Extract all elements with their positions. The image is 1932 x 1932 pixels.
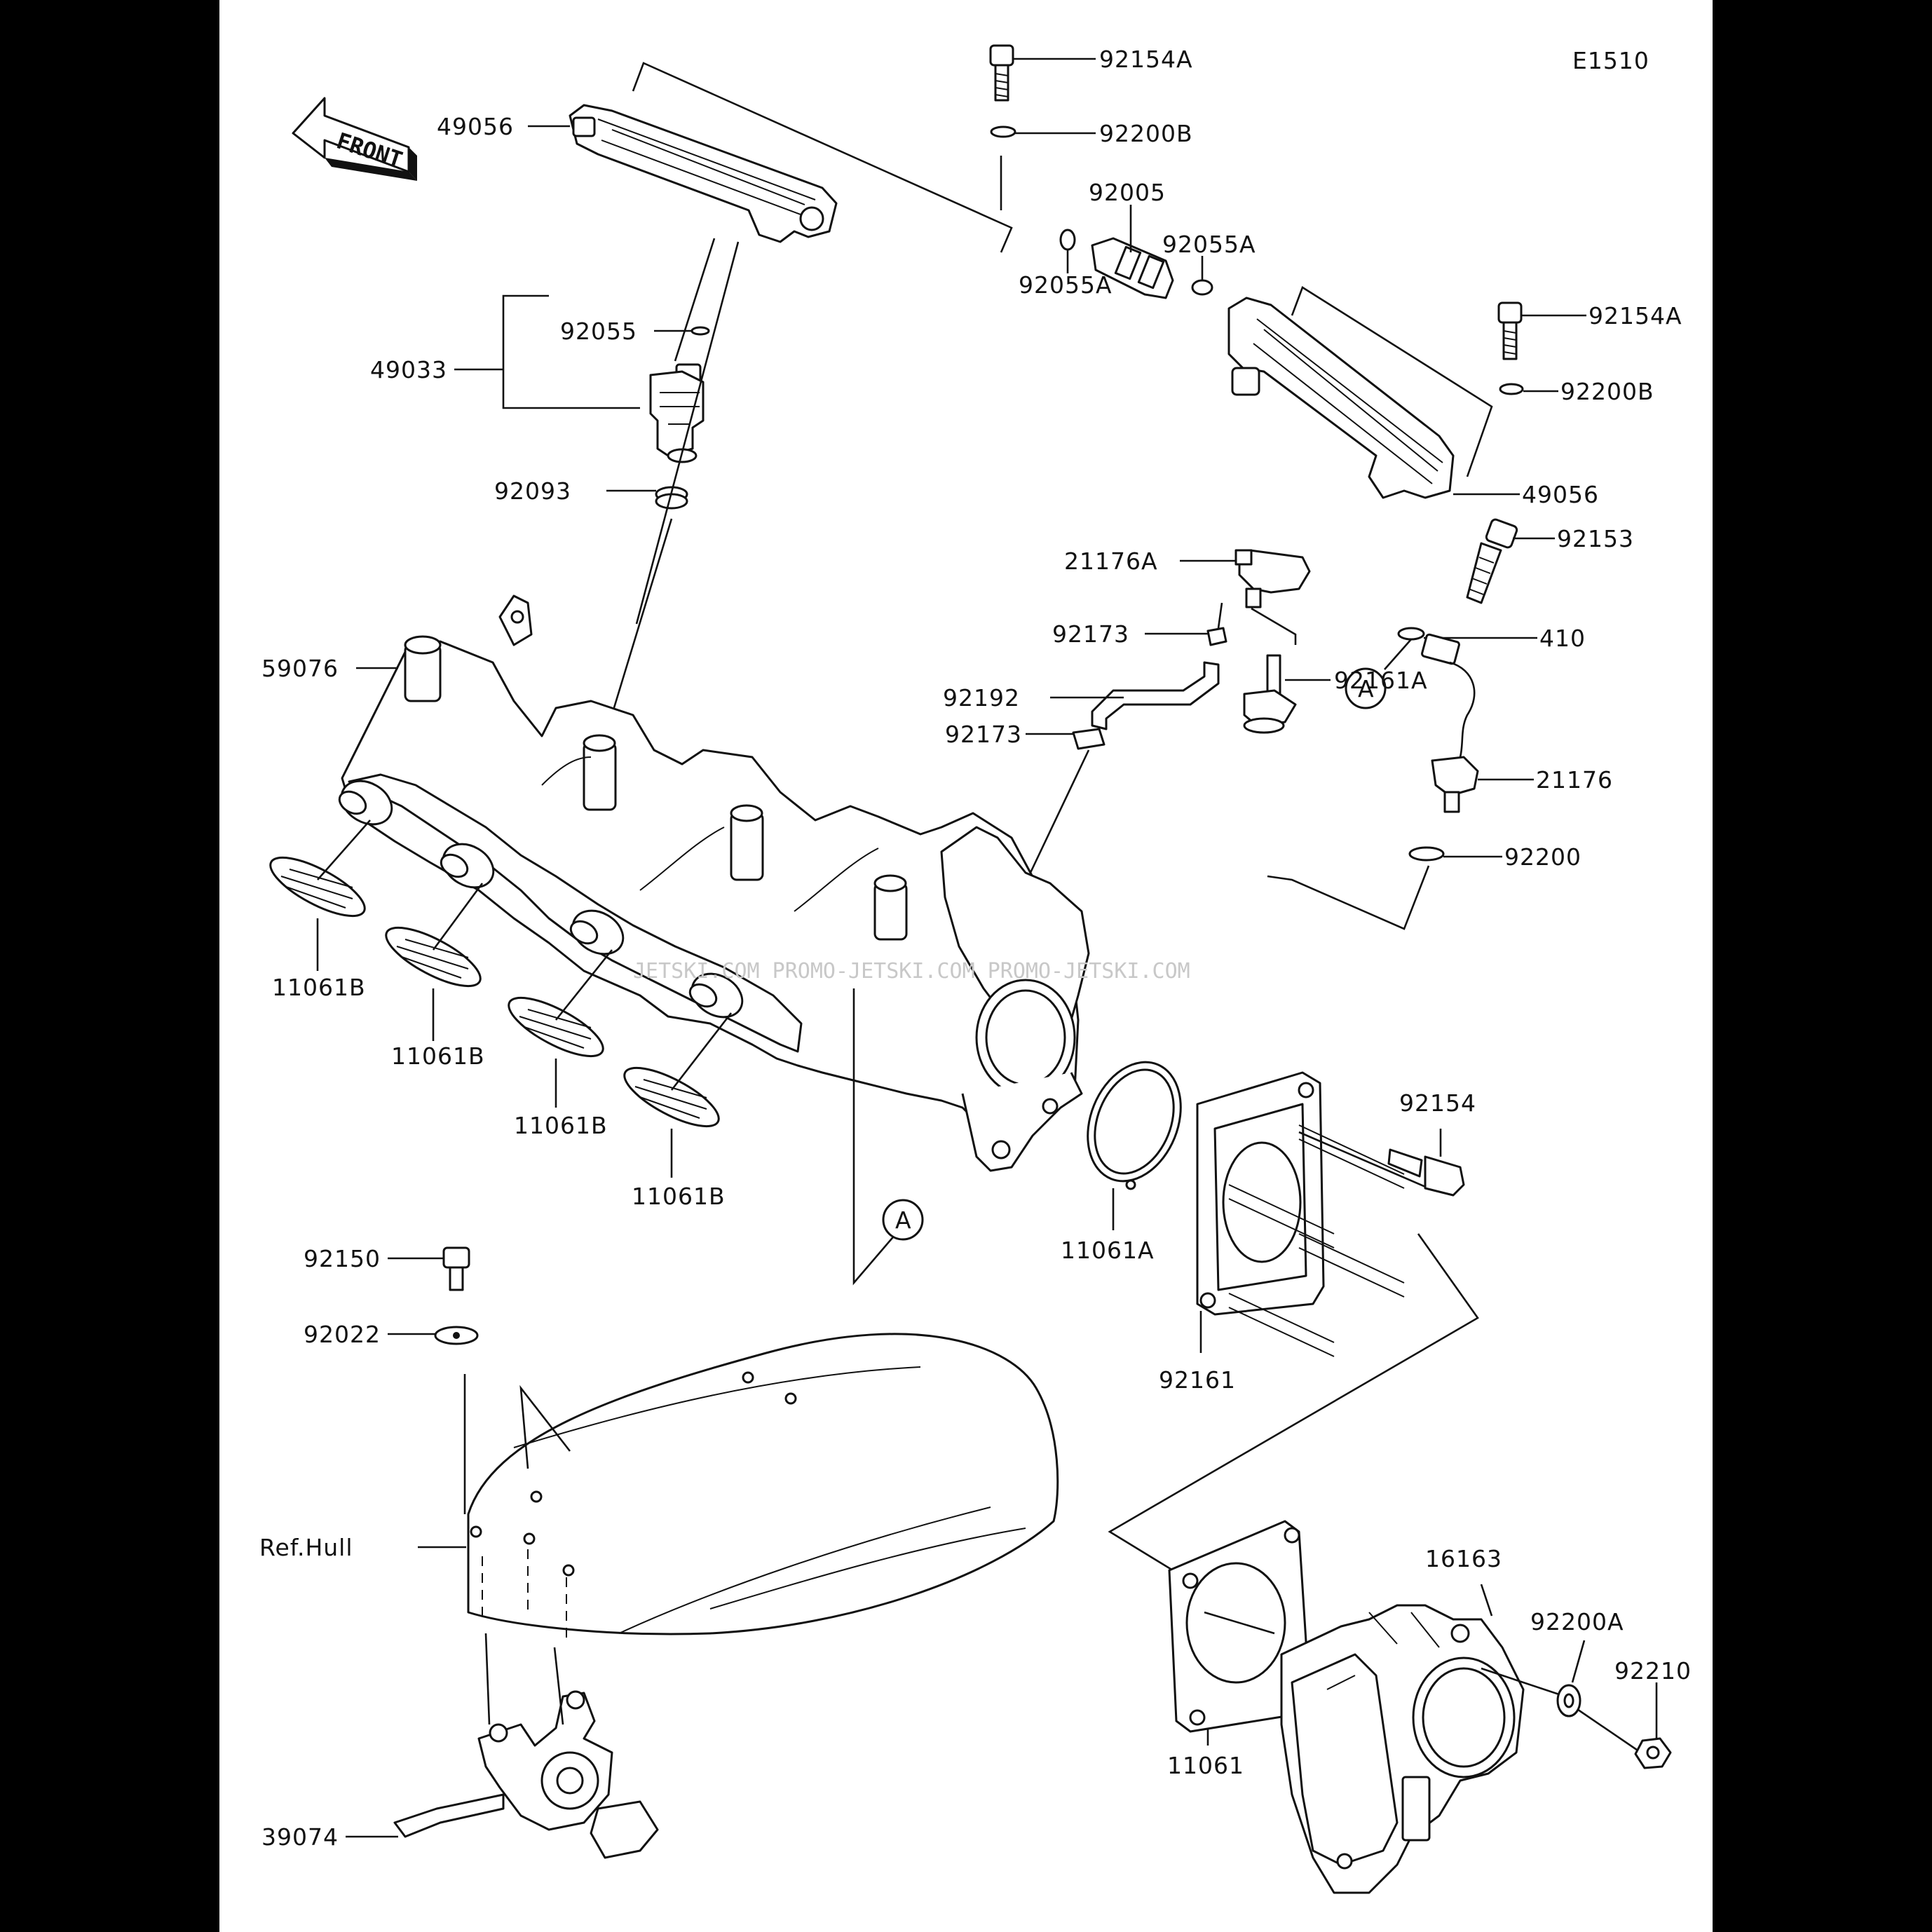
intake-manifold-59076[interactable]: [334, 594, 1090, 1172]
fuel-joint-92005[interactable]: [1091, 237, 1174, 299]
callout-a-upper: [1345, 667, 1387, 709]
label-49056-top: 49056: [437, 113, 514, 140]
label-92154A-top: 92154A: [1099, 46, 1193, 73]
bolt-92154[interactable]: [1387, 1148, 1465, 1197]
label-92200: 92200: [1504, 843, 1581, 871]
label-92093: 92093: [494, 477, 571, 505]
label-11061B-1: 11061B: [272, 974, 366, 1001]
label-92161: 92161: [1159, 1366, 1236, 1394]
hull-reference: [467, 1333, 1059, 1635]
label-49056-mid: 49056: [1522, 481, 1599, 508]
label-92154: 92154: [1399, 1089, 1476, 1117]
label-59076: 59076: [261, 655, 339, 682]
clamp-92173-top[interactable]: [1206, 627, 1227, 646]
washer-92200B-top[interactable]: [990, 125, 1016, 138]
label-92005: 92005: [1089, 179, 1166, 206]
o-ring-92055[interactable]: [691, 326, 710, 336]
gasket-11061B-2[interactable]: [379, 917, 488, 998]
label-92192: 92192: [943, 684, 1020, 712]
label-21176A: 21176A: [1064, 547, 1158, 575]
label-92055A-right: 92055A: [1162, 231, 1256, 258]
label-92153: 92153: [1557, 525, 1634, 552]
clamp-92173-bottom[interactable]: [1072, 728, 1106, 750]
nut-92210[interactable]: [1634, 1737, 1672, 1769]
label-39074: 39074: [261, 1823, 339, 1851]
label-11061: 11061: [1167, 1752, 1244, 1779]
washer-92200B-mid[interactable]: [1499, 383, 1524, 395]
fuel-rail-top[interactable]: [569, 104, 838, 243]
label-49033: 49033: [370, 356, 447, 383]
label-ref-hull: Ref.Hull: [259, 1534, 353, 1561]
label-92150: 92150: [304, 1245, 381, 1272]
bolt-92154A-top[interactable]: [989, 44, 1014, 102]
label-21176: 21176: [1536, 766, 1613, 794]
gasket-11061B-4[interactable]: [617, 1057, 726, 1138]
label-92161A: 92161A: [1334, 667, 1428, 694]
label-92173-bottom: 92173: [945, 721, 1022, 748]
label-92173-top: 92173: [1052, 620, 1129, 648]
label-92055A-left: 92055A: [1019, 271, 1113, 299]
label-92200B-top: 92200B: [1099, 120, 1193, 147]
label-11061B-4: 11061B: [632, 1183, 726, 1210]
fuel-injector-49033[interactable]: [649, 363, 705, 463]
fuel-rail-middle[interactable]: [1227, 297, 1455, 499]
front-arrow-icon: FRONT: [292, 97, 417, 181]
watermark: JETSKI.COM PROMO-JETSKI.COM PROMO-JETSKI…: [633, 959, 1190, 984]
label-410: 410: [1539, 625, 1586, 652]
gasket-11061B-1[interactable]: [263, 847, 372, 927]
washer-92200A[interactable]: [1556, 1684, 1581, 1717]
callout-a-lower-text: A: [895, 1206, 912, 1234]
sensor-21176[interactable]: [1421, 633, 1479, 813]
throttle-body-16163[interactable]: [1280, 1604, 1525, 1894]
sensor-92161A[interactable]: [1243, 654, 1297, 734]
label-11061B-2: 11061B: [391, 1042, 485, 1070]
bolt-92154A-mid[interactable]: [1497, 301, 1523, 360]
label-92022: 92022: [304, 1321, 381, 1348]
washer-410[interactable]: [1397, 627, 1425, 641]
label-92210: 92210: [1614, 1657, 1692, 1685]
adapter-plate-92161[interactable]: [1196, 1071, 1405, 1357]
label-92154A-mid: 92154A: [1589, 302, 1682, 329]
label-92200B-mid: 92200B: [1560, 378, 1654, 405]
label-92055: 92055: [560, 318, 637, 345]
sensor-21176A[interactable]: [1234, 549, 1311, 608]
o-ring-11061A[interactable]: [1071, 1048, 1198, 1195]
bolt-92153[interactable]: [1466, 518, 1518, 604]
o-ring-92055A-right[interactable]: [1191, 279, 1213, 296]
o-ring-92055A-left[interactable]: [1059, 229, 1076, 251]
hose-92192[interactable]: [1091, 661, 1220, 730]
label-11061A: 11061A: [1061, 1237, 1155, 1264]
label-92200A: 92200A: [1530, 1608, 1624, 1635]
washer-92200[interactable]: [1408, 846, 1445, 862]
label-16163: 16163: [1425, 1545, 1502, 1572]
sensor-39074[interactable]: [393, 1690, 659, 1859]
parts-diagram-sheet: E1510 FRONT 92154A 92200B 49056 92005 9: [219, 0, 1713, 1932]
callout-a-upper-text: A: [1358, 675, 1375, 702]
gasket-11061B-3[interactable]: [501, 987, 611, 1068]
bolt-92150[interactable]: [442, 1246, 470, 1291]
callout-a-lower: [882, 1199, 924, 1241]
diagram-code: E1510: [1572, 47, 1649, 74]
label-11061B-3: 11061B: [514, 1112, 608, 1139]
